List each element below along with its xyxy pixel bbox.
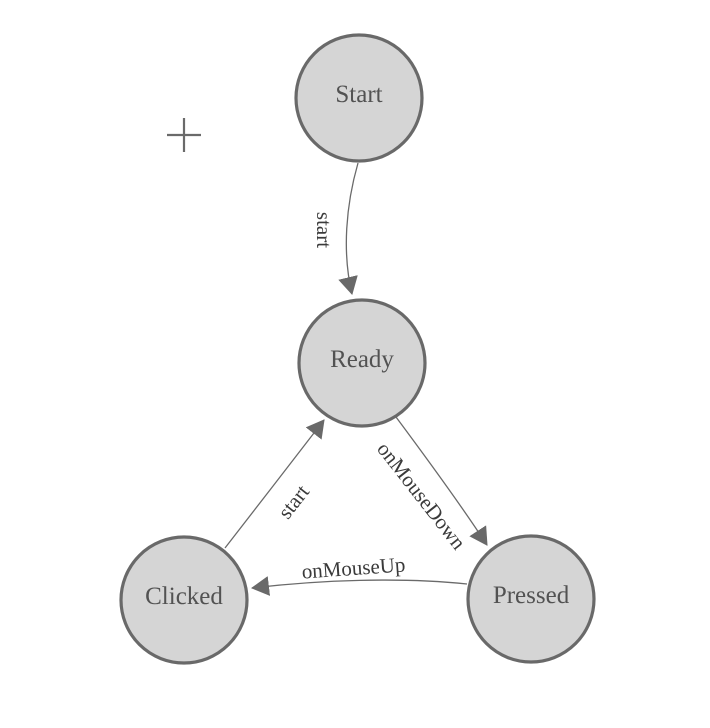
state-circle[interactable] bbox=[297, 298, 427, 428]
transition-wire[interactable] bbox=[395, 416, 488, 546]
transition-wire[interactable] bbox=[224, 419, 325, 549]
state-node-clicked[interactable]: Clicked bbox=[119, 535, 249, 665]
state-circle[interactable] bbox=[294, 33, 424, 163]
state-circle[interactable] bbox=[119, 535, 249, 665]
state-circle[interactable] bbox=[466, 534, 596, 664]
state-label: Clicked bbox=[145, 583, 223, 610]
states-layer: Start Ready Clicked Pressed bbox=[119, 33, 596, 665]
state-node-pressed[interactable]: Pressed bbox=[466, 534, 596, 664]
state-label: Pressed bbox=[493, 582, 570, 609]
state-label: Start bbox=[335, 81, 382, 108]
state-node-start[interactable]: Start bbox=[294, 33, 424, 163]
transition-wire[interactable] bbox=[251, 576, 468, 596]
state-node-ready[interactable]: Ready bbox=[297, 298, 427, 428]
state-label: Ready bbox=[330, 346, 394, 373]
transition-start-to-ready: start bbox=[312, 162, 359, 295]
plus-icon[interactable] bbox=[167, 118, 201, 152]
transition-wire[interactable] bbox=[338, 162, 359, 295]
transition-label: start bbox=[312, 212, 336, 248]
